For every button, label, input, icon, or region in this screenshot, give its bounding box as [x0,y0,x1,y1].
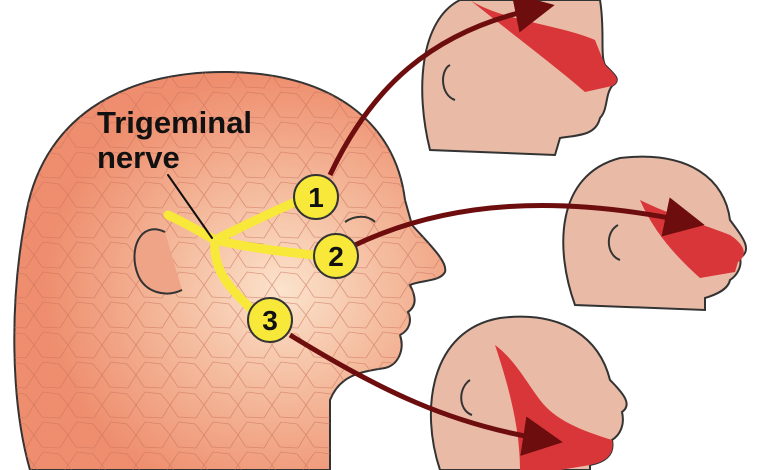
arrow-branch-2 [353,197,705,248]
title-line1: Trigeminal [97,105,252,140]
head-ophthalmic [421,0,618,157]
arrow-branch-1 [327,0,555,177]
main-head [13,70,447,470]
arrow-branch-3 [288,332,563,456]
branch-number-1: 1 [308,182,324,213]
branch-number-2: 2 [328,241,344,272]
trigeminal-nerve [163,174,327,320]
branch-marker-1: 1 [293,174,339,220]
branch-number-3: 3 [262,305,278,336]
branch-marker-2: 2 [313,233,359,279]
head-mandibular [429,315,628,470]
eye-icon [344,215,376,223]
ear-icon [133,228,183,295]
arrows [288,0,705,456]
head-maxillary [562,155,748,312]
label-pointer [167,174,213,239]
branch-marker-3: 3 [247,297,293,343]
title-line2: nerve [97,140,180,175]
